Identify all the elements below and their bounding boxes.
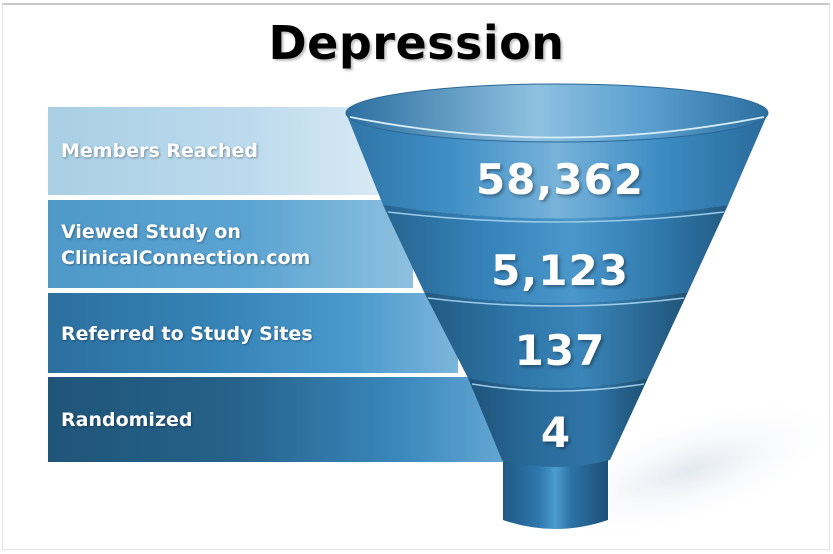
stage-label: Randomized — [61, 409, 193, 431]
stage-label-line1: Viewed Study on — [61, 221, 241, 243]
stage-band-members-reached: Members Reached — [48, 107, 378, 195]
stage-band-referred: Referred to Study Sites — [48, 293, 458, 373]
chart-title: Depression — [268, 16, 565, 70]
stage-band-randomized: Randomized — [48, 377, 518, 462]
stage-label: Members Reached — [61, 140, 258, 162]
stage-value-members-reached: 58,362 — [475, 155, 645, 204]
stage-label-line2: ClinicalConnection.com — [61, 247, 311, 269]
stage-label: Referred to Study Sites — [61, 323, 313, 345]
stage-value-viewed-study: 5,123 — [491, 246, 629, 295]
stage-value-referred: 137 — [514, 326, 606, 375]
stage-band-viewed-study: Viewed Study on ClinicalConnection.com — [48, 200, 413, 288]
stage-value-randomized: 4 — [540, 408, 572, 457]
